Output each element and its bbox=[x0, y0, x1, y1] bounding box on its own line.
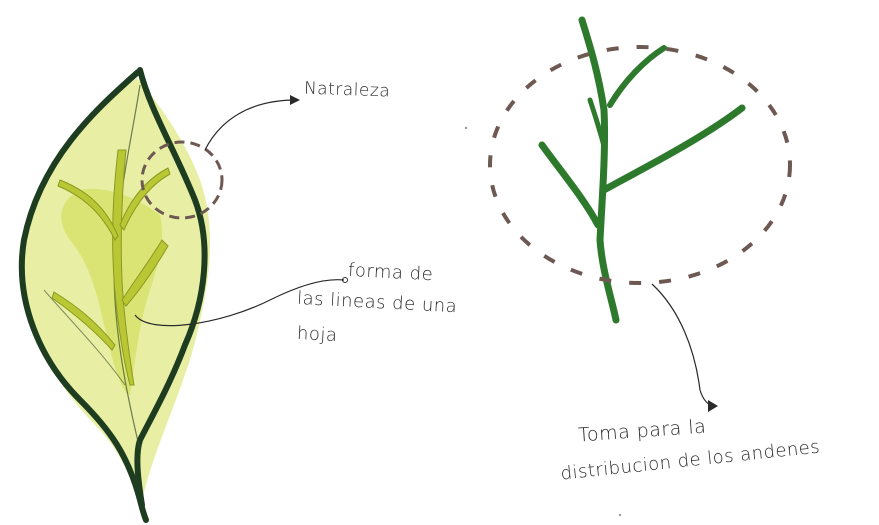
stray-dot-2 bbox=[619, 514, 621, 516]
label-forma-line3: hoja bbox=[296, 323, 337, 346]
leaf-drawing bbox=[22, 70, 210, 520]
arrow-naturaleza bbox=[205, 100, 296, 150]
arrowhead-naturaleza bbox=[290, 95, 300, 105]
arrowhead-toma bbox=[708, 400, 718, 412]
branch-drawing bbox=[542, 20, 742, 320]
branch-right bbox=[604, 108, 742, 190]
stray-dot bbox=[465, 127, 467, 129]
label-naturaleza: Natraleza bbox=[304, 79, 391, 102]
branch-trunk bbox=[582, 20, 616, 320]
branch-left bbox=[542, 145, 598, 225]
arrow-toma bbox=[652, 284, 714, 406]
dashed-circle-branch bbox=[490, 47, 790, 283]
label-forma-line1: forma de bbox=[348, 260, 434, 285]
branch-upper-right bbox=[610, 48, 664, 105]
